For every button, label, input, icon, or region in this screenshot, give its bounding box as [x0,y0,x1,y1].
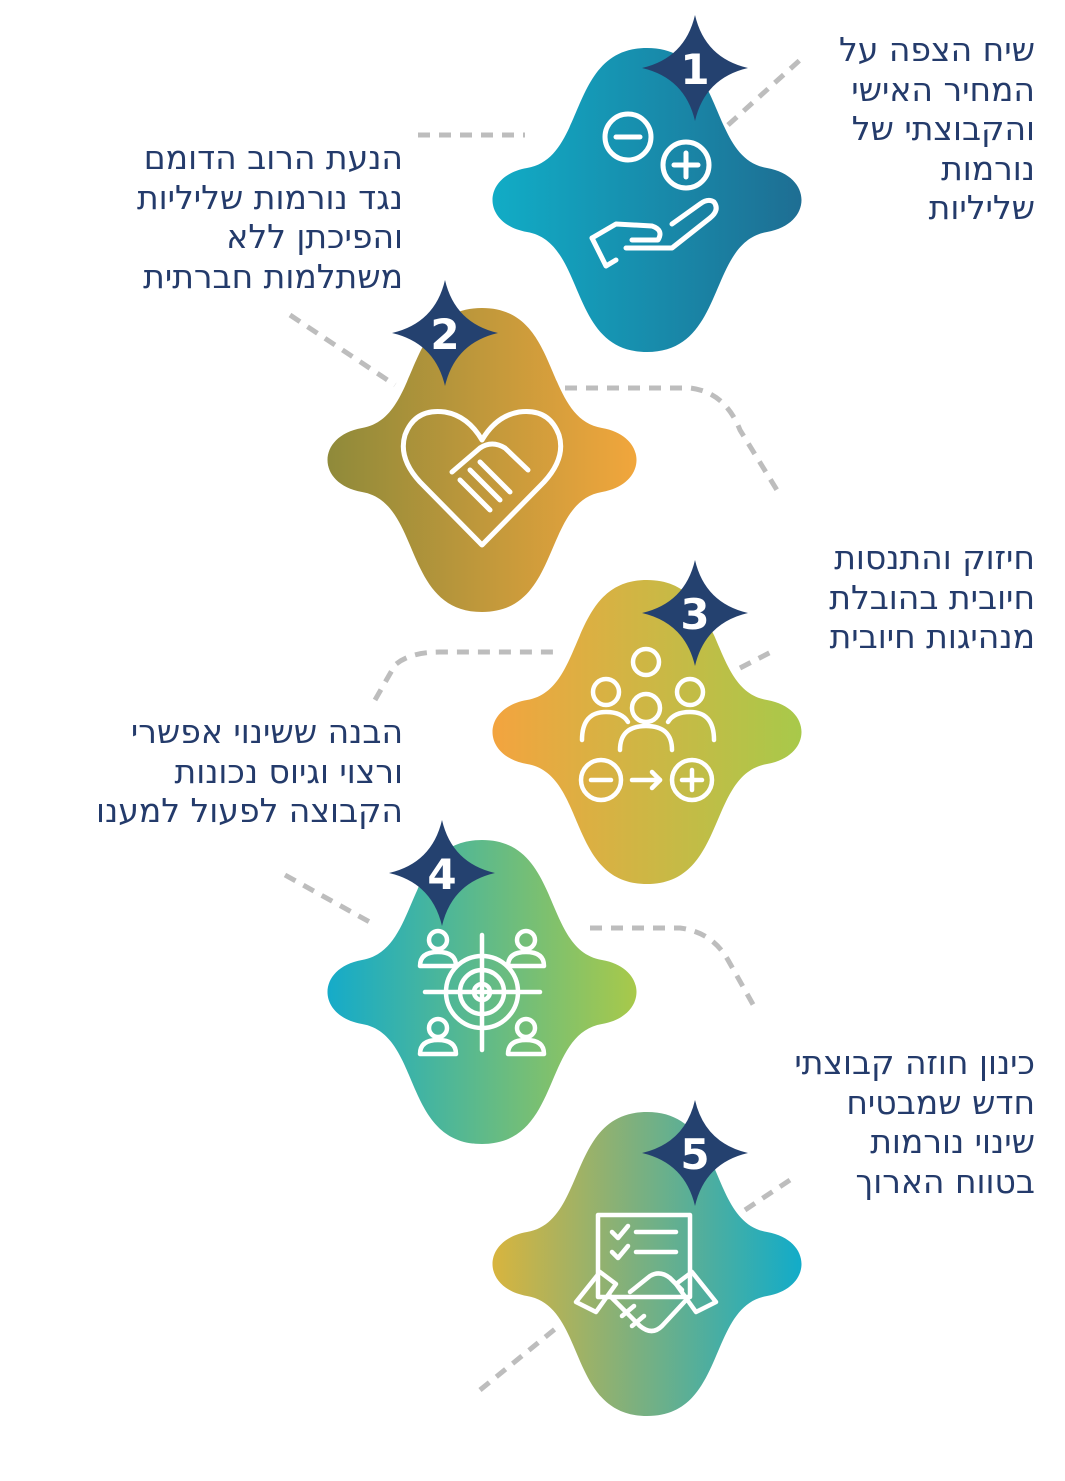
step-5-badge [642,1100,748,1206]
step-2: 2 [327,280,637,612]
target-people-icon [417,928,547,1057]
step-5-text: כינון חוזה קבוצתי חדש שמבטיח שינוי נורמו… [794,1043,1035,1201]
step-3-shape [492,580,802,884]
step-1-text: שיח הצפה על המחיר האישי והקבוצתי של נורמ… [838,30,1035,228]
step-3: 3 [492,560,802,884]
step-5: 5 [492,1100,802,1416]
step-1: 1 [492,15,802,352]
step-3-text: חיזוק והתנסות חיובית בהובלת מנהיגות חיוב… [829,538,1035,657]
step-3-badge [642,560,748,666]
step-4: 4 [327,820,637,1144]
contract-handshake-icon [573,1212,719,1334]
step-5-number: 5 [680,1130,709,1179]
step-1-badge [642,15,748,121]
step-2-number: 2 [430,310,459,359]
step-2-text: הנעת הרוב הדומם נגד נורמות שליליות והפיכ… [136,138,403,296]
step-3-number: 3 [680,590,709,639]
minus-plus-hand-icon [589,111,719,269]
step-5-shape [492,1112,802,1416]
step-1-shape [492,48,802,352]
step-4-text: הבנה ששינוי אפשרי ורצוי וגיוס נכונות הקב… [96,712,403,831]
heart-handshake-icon [400,408,564,548]
step-2-badge [392,280,498,386]
step-4-number: 4 [427,850,456,899]
step-1-number: 1 [680,45,709,94]
step-2-shape [327,308,637,612]
connector-lines [283,58,802,1392]
step-4-badge [389,820,495,926]
group-change-icon [578,646,717,803]
